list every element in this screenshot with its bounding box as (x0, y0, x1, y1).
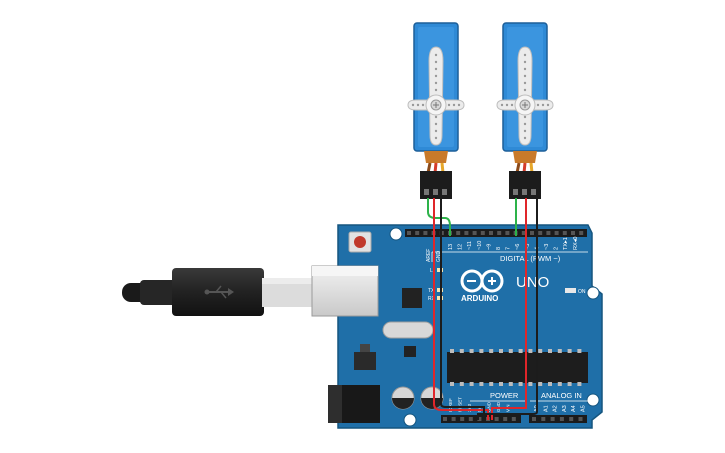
digital-pin-label: 8 (496, 247, 502, 250)
header-pin[interactable] (460, 417, 465, 421)
header-pin[interactable] (521, 231, 526, 235)
header-pin[interactable] (494, 417, 499, 421)
arduino-logo (460, 269, 504, 293)
on-led (565, 288, 576, 293)
power-header-label: POWER (490, 391, 519, 400)
digital-pin-label: ~10 (477, 241, 483, 250)
aref-label: AREF (426, 249, 432, 262)
power-pin-label: IOREF (448, 398, 453, 412)
analog-header[interactable] (529, 415, 587, 423)
header-pin[interactable] (562, 231, 567, 235)
header-pin[interactable] (579, 231, 584, 235)
power-pin-label: RESET (458, 397, 463, 412)
digital-pin-label: ~6 (515, 244, 521, 250)
voltage-regulator (354, 344, 376, 370)
header-pin[interactable] (532, 417, 536, 421)
digital-header-label: DIGITAL (PWM ~) (500, 254, 561, 263)
analog-pin-label: A3 (562, 405, 568, 412)
header-pin[interactable] (407, 231, 411, 235)
analog-header-label: ANALOG IN (541, 391, 582, 400)
header-pin[interactable] (489, 231, 493, 235)
header-pin[interactable] (464, 231, 469, 235)
brand-label: ARDUINO (461, 294, 498, 303)
mounting-hole (586, 393, 600, 407)
reset-button[interactable] (348, 231, 372, 253)
rx-label: RX (428, 296, 436, 302)
header-pin[interactable] (443, 417, 447, 421)
usb-controller-chip (402, 288, 422, 308)
digital-pin-label: ~5 (525, 244, 531, 250)
servo-connector[interactable] (509, 171, 541, 199)
usb-b-jack (311, 265, 379, 317)
header-pin[interactable] (550, 417, 555, 421)
digital-pin-label: 2 (554, 247, 560, 250)
header-pin[interactable] (578, 417, 583, 421)
header-pin[interactable] (456, 231, 461, 235)
ground-wire[interactable] (440, 198, 485, 420)
digital-pin-label: ~11 (467, 241, 473, 250)
digital-pin-label: ~9 (486, 244, 492, 250)
analog-pin-label: A2 (553, 405, 559, 412)
analog-pin-label: A5 (581, 405, 587, 412)
header-pin[interactable] (477, 417, 482, 421)
header-pin[interactable] (451, 417, 456, 421)
power-pin-label: GND (486, 401, 491, 412)
header-pin[interactable] (559, 417, 564, 421)
digital-pin-label: TX▸1 (563, 237, 569, 250)
header-pin[interactable] (472, 231, 477, 235)
crystal-oscillator (382, 321, 434, 339)
gnd-label: GND (436, 251, 442, 263)
regulator-chip (404, 346, 416, 357)
servo-motor[interactable] (407, 22, 465, 199)
usb-cable[interactable] (122, 268, 312, 316)
header-pin[interactable] (505, 231, 510, 235)
header-pin[interactable] (554, 231, 559, 235)
tx-label: TX (428, 288, 435, 294)
analog-pin-label: A4 (571, 405, 577, 412)
mounting-hole (389, 227, 403, 241)
header-pin[interactable] (546, 231, 551, 235)
power-pin-label: GND (496, 401, 501, 412)
servo-connector[interactable] (420, 171, 452, 199)
header-pin[interactable] (538, 231, 543, 235)
header-pin[interactable] (541, 417, 546, 421)
digital-pin-label: 13 (448, 244, 454, 250)
capacitor (391, 386, 415, 410)
atmega-microcontroller (447, 349, 588, 386)
header-pin[interactable] (503, 417, 508, 421)
on-led-label: ON (578, 289, 586, 295)
ground-wire[interactable] (477, 198, 538, 420)
header-pin[interactable] (511, 417, 516, 421)
power-wire[interactable] (433, 198, 489, 420)
mounting-hole (403, 413, 417, 427)
model-label: UNO (516, 274, 549, 291)
servo-motor[interactable] (496, 22, 554, 199)
digital-pin-label: 7 (506, 247, 512, 250)
digital-pin-label: RX◂0 (573, 237, 579, 250)
mounting-hole (586, 286, 600, 300)
usb-symbol-icon (204, 285, 234, 299)
capacitor (420, 386, 444, 410)
header-pin[interactable] (415, 231, 420, 235)
header-pin[interactable] (569, 417, 574, 421)
digital-header[interactable] (405, 229, 587, 237)
digital-pin-label: ~3 (544, 244, 550, 250)
servo-horn[interactable] (407, 46, 465, 146)
header-pin[interactable] (497, 231, 502, 235)
header-pin[interactable] (468, 417, 473, 421)
header-pin[interactable] (530, 231, 534, 235)
header-pin[interactable] (571, 231, 575, 235)
digital-pin-label: 12 (458, 244, 464, 250)
header-pin[interactable] (480, 231, 485, 235)
header-pin[interactable] (423, 231, 428, 235)
l-label: L (430, 268, 433, 274)
servo-horn[interactable] (496, 46, 554, 146)
wires (427, 198, 538, 420)
analog-pin-label: A1 (543, 405, 549, 412)
